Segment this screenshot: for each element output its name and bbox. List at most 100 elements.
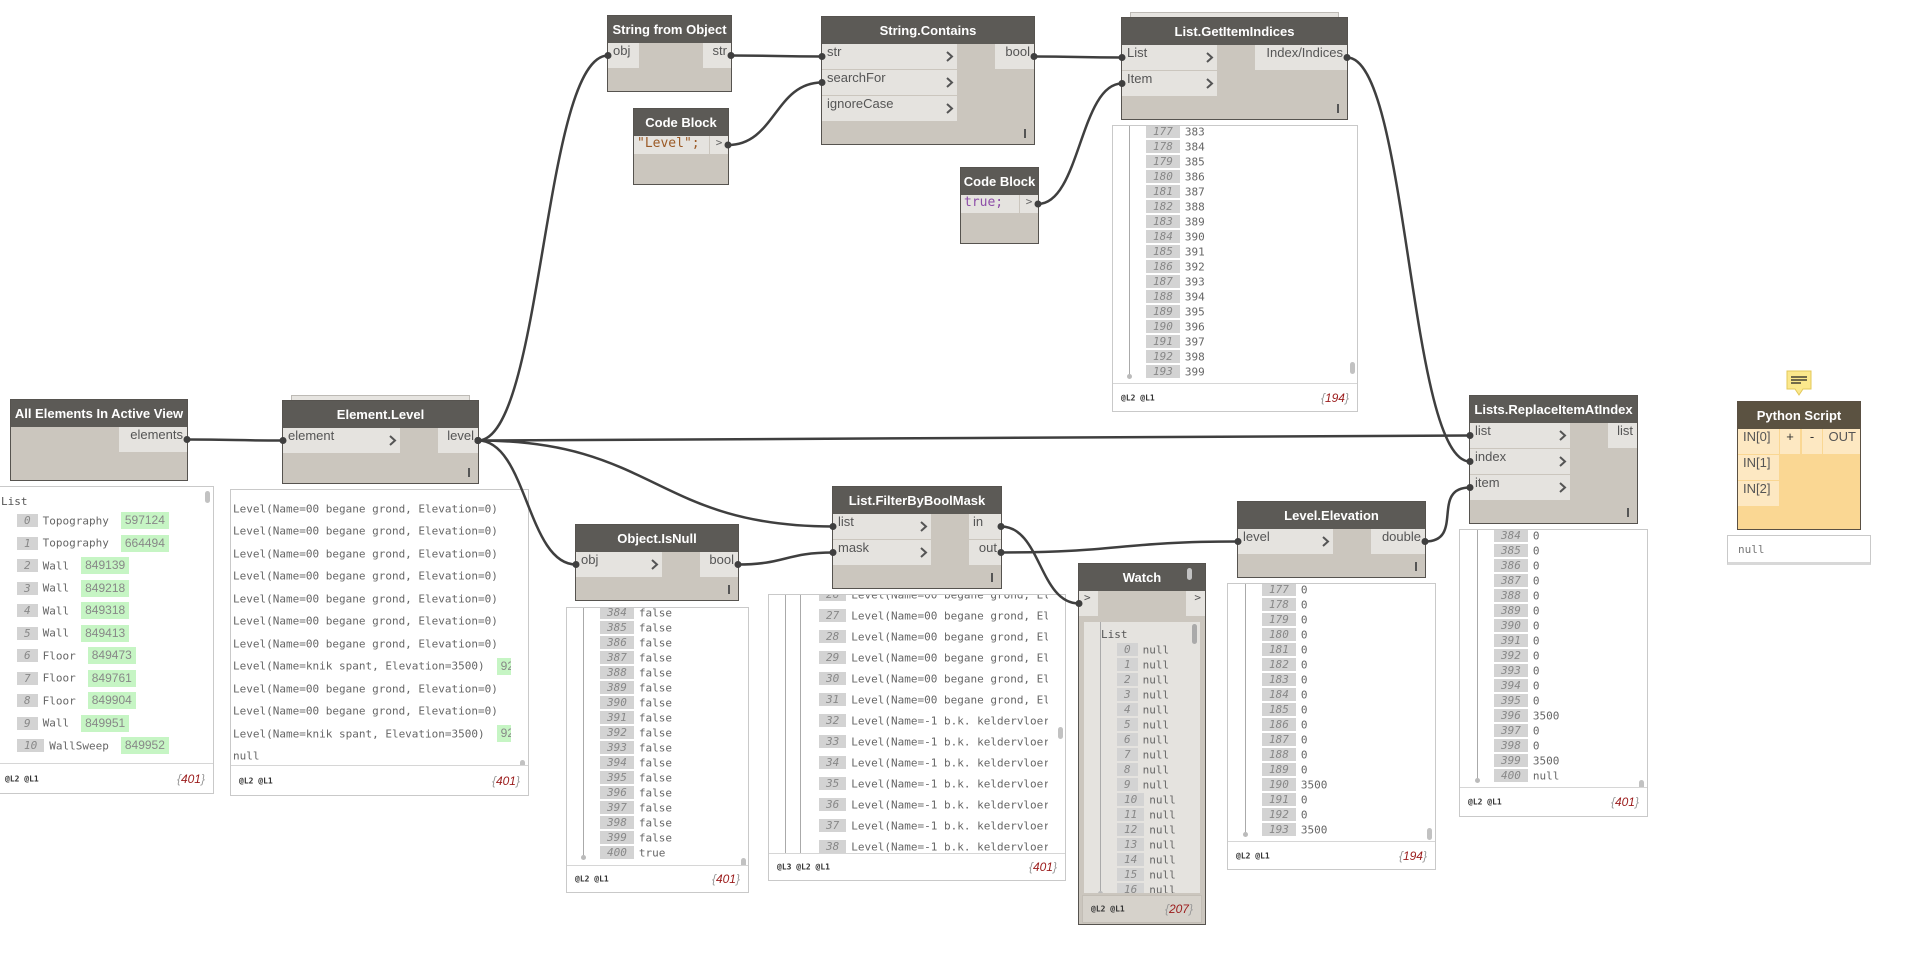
input-port-element[interactable]: element <box>283 428 400 453</box>
element-id-pill[interactable]: 849318 <box>81 602 130 619</box>
add-input-button[interactable]: + <box>1780 429 1800 454</box>
input-port-in0[interactable]: IN[0] <box>1738 429 1779 454</box>
list-levels[interactable]: @L3 @L2 @L1 <box>777 862 830 872</box>
list-levels[interactable]: @L2 @L1 <box>1468 797 1502 807</box>
wire[interactable] <box>727 81 823 147</box>
list-levels[interactable]: @L2 @L1 <box>5 774 39 783</box>
wire[interactable] <box>730 54 823 58</box>
node-string-from-object[interactable]: String from Object obj str <box>607 15 732 92</box>
node-code-block-true[interactable]: Code Block true; > <box>960 167 1039 244</box>
input-port-index[interactable]: index <box>1470 449 1570 474</box>
list-levels[interactable]: @L2 @L1 <box>239 776 273 785</box>
output-port-str[interactable]: str <box>703 43 731 68</box>
input-port-ignorecase[interactable]: ignoreCase <box>822 96 957 121</box>
output-port-out[interactable]: OUT <box>1823 429 1860 454</box>
output-port[interactable]: > <box>1186 591 1205 616</box>
scrollbar-thumb[interactable] <box>205 491 210 503</box>
wire[interactable] <box>477 434 1471 442</box>
output-port-bool[interactable]: bool <box>995 44 1034 69</box>
output-port[interactable]: > <box>709 136 728 154</box>
element-id-pill[interactable]: 849952 <box>120 737 169 754</box>
output-port-double[interactable]: double <box>1371 529 1425 554</box>
input-port[interactable]: > <box>1079 591 1098 616</box>
element-id-pill[interactable]: 664494 <box>120 534 169 552</box>
list-levels[interactable]: @L2 @L1 <box>1091 904 1125 914</box>
node-string-contains[interactable]: String.Contains str searchFor ignoreCase… <box>821 16 1035 145</box>
output-port-index-indices[interactable]: Index/Indices <box>1255 45 1347 70</box>
node-python-script[interactable]: Python Script IN[0] IN[1] IN[2] + - OUT <box>1737 401 1861 530</box>
input-port-level[interactable]: level <box>1238 529 1333 554</box>
preview-filter-by-bool-mask[interactable]: 26Level(Name=00 begane grond, El27Level(… <box>768 594 1066 881</box>
input-port-list[interactable]: list <box>833 514 931 539</box>
input-port-mask[interactable]: mask <box>833 540 931 565</box>
element-id-pill[interactable]: 849139 <box>81 557 130 574</box>
note-icon[interactable] <box>1786 370 1812 396</box>
output-port-bool[interactable]: bool <box>700 552 738 577</box>
wire[interactable] <box>737 551 834 566</box>
input-port-list[interactable]: List <box>1122 45 1217 70</box>
node-element-level[interactable]: Element.Level element level <box>282 395 479 484</box>
input-port-obj[interactable]: obj <box>608 43 639 68</box>
node-list-get-item-indices[interactable]: List.GetItemIndices List Item Index/Indi… <box>1121 12 1348 120</box>
element-id-pill[interactable]: 849473 <box>87 647 136 664</box>
input-port-in2[interactable]: IN[2] <box>1738 481 1779 506</box>
element-id-pill[interactable]: 92 <box>496 725 511 742</box>
wire[interactable] <box>1346 56 1471 463</box>
input-port-in1[interactable]: IN[1] <box>1738 455 1779 480</box>
list-levels[interactable]: @L2 @L1 <box>575 874 609 884</box>
code-editor[interactable]: true; <box>961 195 1019 213</box>
output-port-in[interactable]: in <box>969 514 1001 539</box>
input-port-obj[interactable]: obj <box>576 552 662 577</box>
output-port-out[interactable]: out <box>969 540 1001 565</box>
wire[interactable] <box>477 54 609 442</box>
node-code-block-level[interactable]: Code Block "Level"; > <box>633 108 729 185</box>
scrollbar-thumb[interactable] <box>1192 624 1197 644</box>
scrollbar-thumb[interactable] <box>1639 780 1644 792</box>
element-id-pill[interactable]: 849413 <box>81 624 130 642</box>
wire[interactable] <box>186 438 284 442</box>
scrollbar-thumb[interactable] <box>1187 568 1192 580</box>
preview-element-level[interactable]: Level(Name=00 begane grond, Elevation=0)… <box>230 489 529 796</box>
input-port-list[interactable]: list <box>1470 423 1570 448</box>
element-id-pill[interactable]: 849218 <box>81 579 130 597</box>
input-port-searchfor[interactable]: searchFor <box>822 70 957 95</box>
wire[interactable] <box>477 439 834 528</box>
output-port-list[interactable]: list <box>1608 423 1637 448</box>
element-id-pill[interactable]: 849951 <box>81 714 130 732</box>
node-object-is-null[interactable]: Object.IsNull obj bool <box>575 524 739 601</box>
scrollbar-thumb[interactable] <box>1427 828 1432 840</box>
code-editor[interactable]: "Level"; <box>634 136 709 154</box>
wire[interactable] <box>1033 55 1123 59</box>
scrollbar-thumb[interactable] <box>1058 727 1063 739</box>
input-port-item[interactable]: item <box>1470 475 1570 500</box>
node-list-filter-by-bool-mask[interactable]: List.FilterByBoolMask list mask in out <box>832 486 1002 589</box>
node-level-elevation[interactable]: Level.Elevation level double <box>1237 501 1426 578</box>
output-port[interactable]: > <box>1019 195 1038 213</box>
wire[interactable] <box>1000 525 1080 605</box>
element-id-pill[interactable]: 849761 <box>87 669 136 687</box>
output-port-elements[interactable]: elements <box>119 427 187 452</box>
element-id-pill[interactable]: 849904 <box>87 692 136 709</box>
node-lists-replace-item-at-index[interactable]: Lists.ReplaceItemAtIndex list index item… <box>1469 395 1638 524</box>
node-all-elements-in-active-view[interactable]: All Elements In Active View elements <box>10 399 188 481</box>
list-index: 32 <box>819 714 847 727</box>
scrollbar-thumb[interactable] <box>1350 362 1355 374</box>
output-port-level[interactable]: level <box>438 428 478 453</box>
input-port-str[interactable]: str <box>822 44 957 69</box>
wire[interactable] <box>1037 82 1123 206</box>
element-id-pill[interactable]: 92 <box>496 657 511 675</box>
input-port-item[interactable]: Item <box>1122 71 1217 96</box>
list-levels[interactable]: @L2 @L1 <box>1121 393 1155 402</box>
scrollbar-thumb[interactable] <box>741 858 746 870</box>
element-id-pill[interactable]: 597124 <box>120 512 169 529</box>
wire[interactable] <box>1000 540 1239 554</box>
remove-input-button[interactable]: - <box>1802 429 1822 454</box>
list-levels[interactable]: @L2 @L1 <box>1236 851 1270 860</box>
